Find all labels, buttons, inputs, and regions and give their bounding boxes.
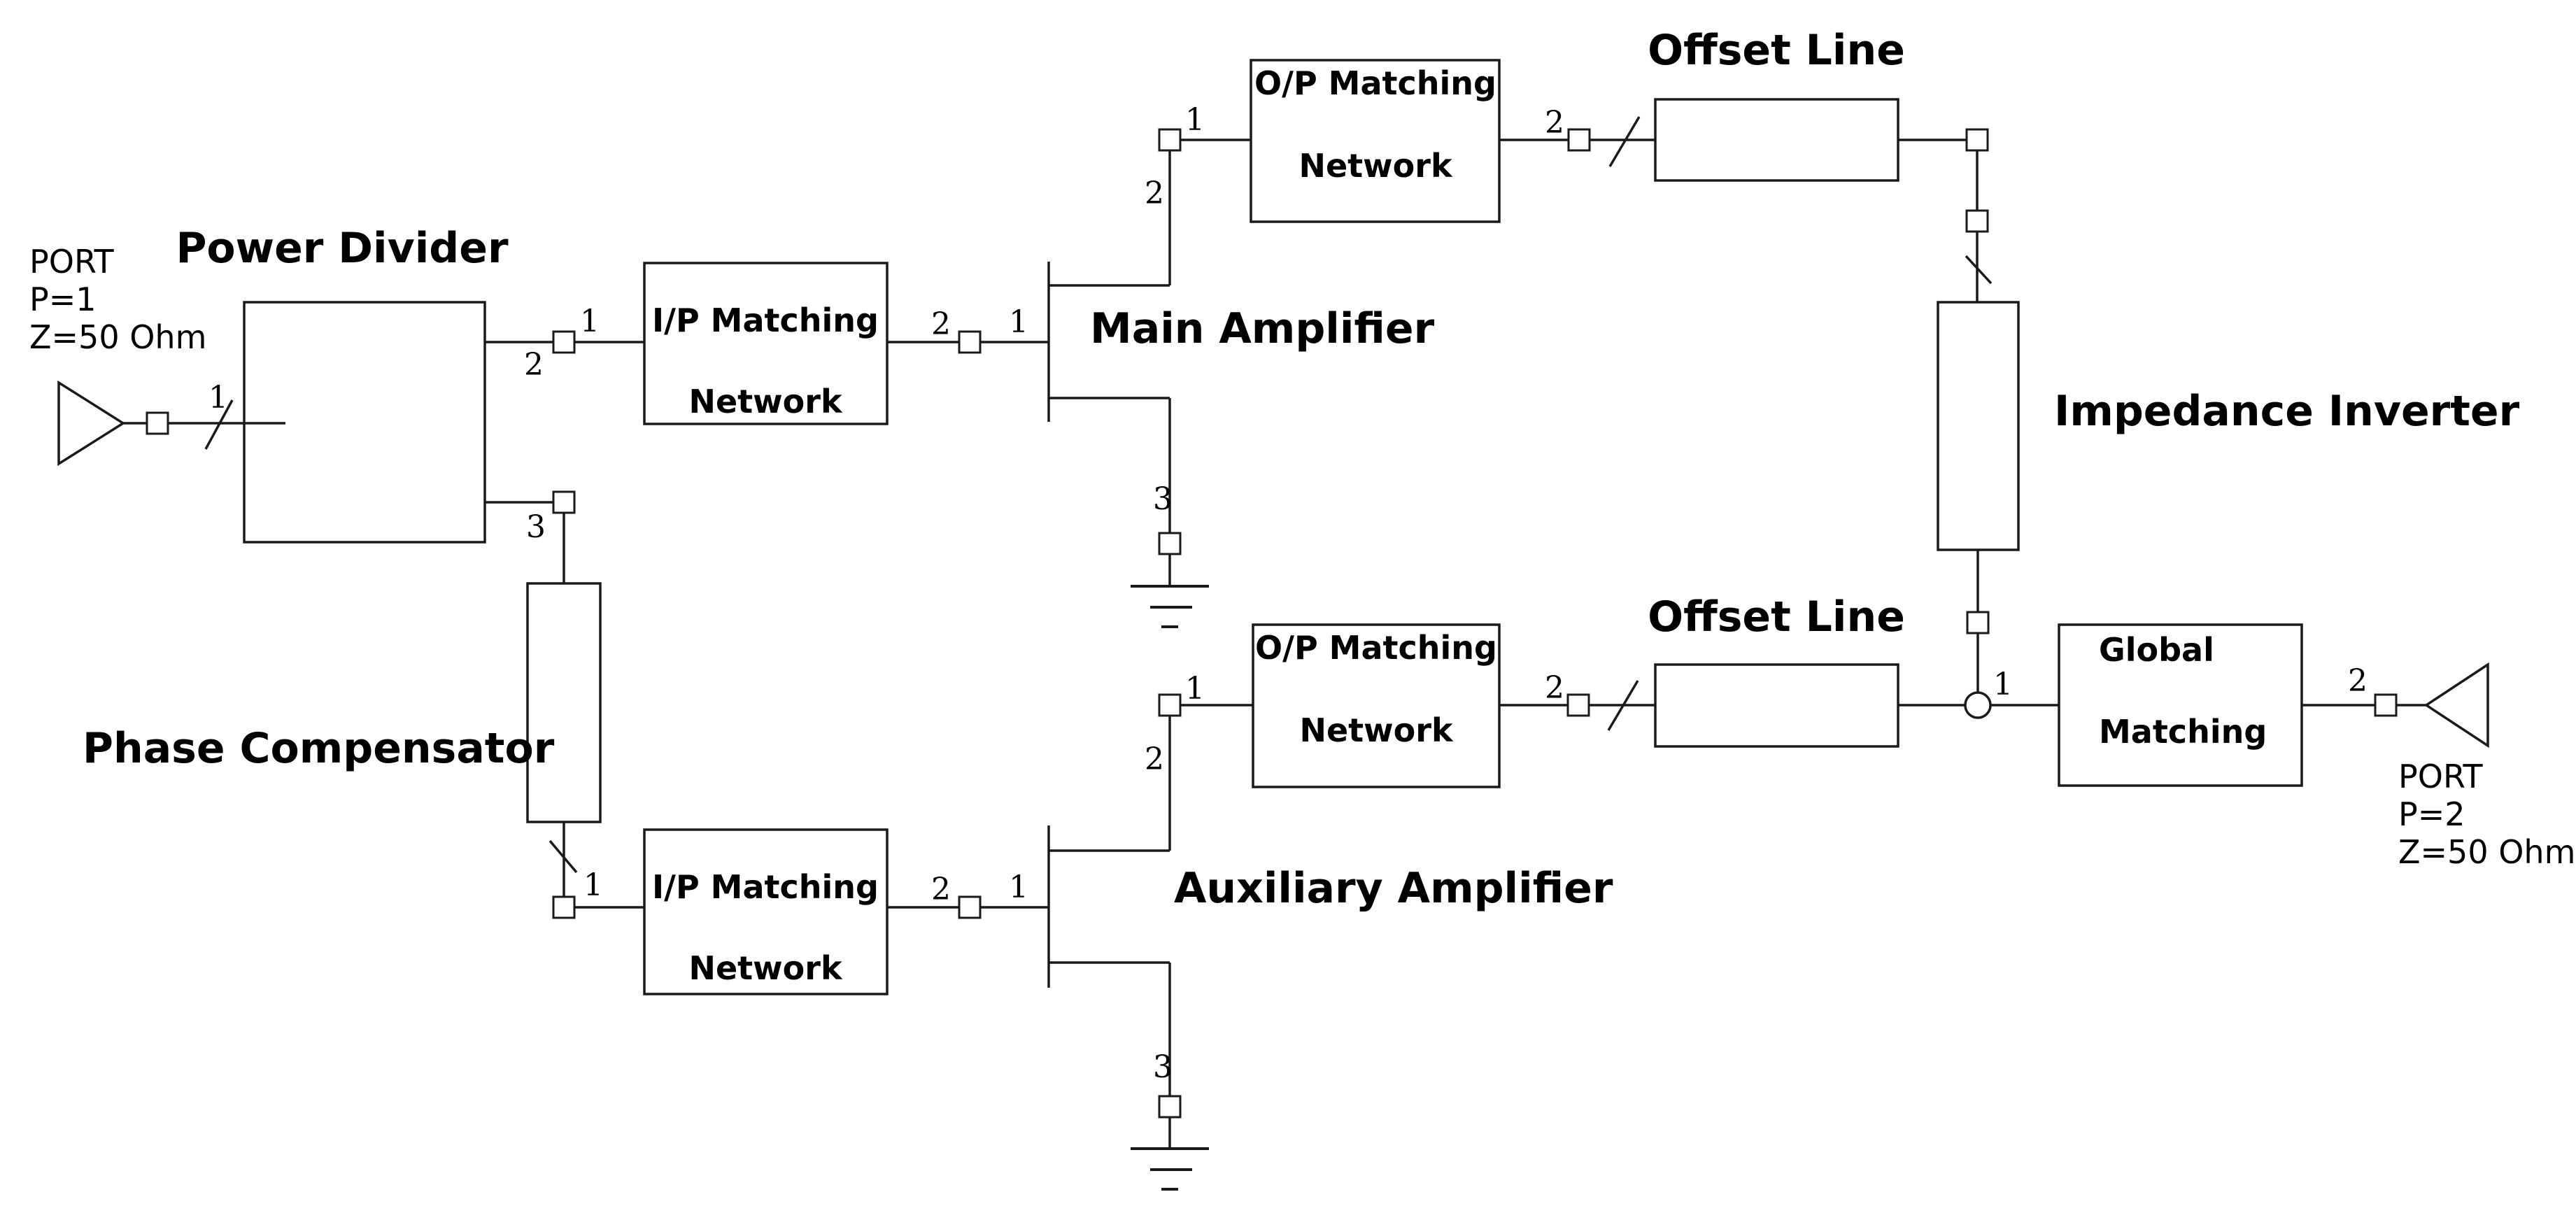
slash-offset-top-icon	[1608, 116, 1641, 167]
offset-line-top-box	[1654, 98, 1899, 182]
ground-aux-icon	[1131, 1147, 1209, 1191]
pin-numbers: 1 2 3 1 2 1 2 3 1 2 1 2 1 2 3 1 2 1 2	[208, 102, 2368, 1085]
phase-compensator-box	[526, 582, 602, 823]
op-top-line2: Network	[1298, 147, 1452, 185]
port1-annotation: PORT P=1 Z=50 Ohm	[29, 243, 206, 356]
pin-main-drain: 2	[1145, 176, 1164, 211]
port2-annotation: PORT P=2 Z=50 Ohm	[2398, 758, 2575, 871]
op-bottom-line2: Network	[1299, 711, 1453, 749]
phase-compensator-label: Phase Compensator	[83, 724, 555, 773]
offset-line-top-label: Offset Line	[1648, 26, 1905, 75]
port1-p: P=1	[29, 281, 97, 318]
pin-ip-bottom-out: 2	[931, 872, 951, 907]
pin-pads	[146, 128, 2398, 1119]
op-bottom-line1: O/P Matching	[1255, 629, 1497, 667]
pin-divider-out2: 2	[524, 347, 544, 383]
ip-matching-top-box	[643, 262, 889, 425]
op-matching-top-box	[1250, 59, 1501, 223]
port1-name: PORT	[29, 243, 115, 281]
port1-symbol	[57, 380, 126, 467]
slash-marks	[204, 116, 1993, 874]
ip-top-line1: I/P Matching	[652, 302, 879, 339]
pad-op-top-out	[1567, 128, 1591, 152]
pad-divider-out2	[552, 330, 576, 354]
port2-symbol	[2423, 662, 2489, 749]
pin-port1-in: 1	[208, 380, 228, 416]
pin-aux-source: 3	[1153, 1049, 1173, 1085]
pad-aux-source	[1158, 1095, 1182, 1119]
pin-main-source: 3	[1153, 481, 1173, 517]
slash-port1-icon	[204, 399, 234, 450]
offset-line-bottom-label: Offset Line	[1648, 593, 1905, 641]
global-line2: Matching	[2099, 713, 2267, 751]
pad-main-source	[1158, 532, 1182, 555]
pin-global-in: 1	[1993, 667, 2013, 702]
pad-op-bottom-out	[1566, 693, 1590, 717]
block-labels: I/P Matching Network O/P Matching Networ…	[652, 64, 2267, 987]
pad-divider-out3	[552, 490, 576, 514]
pin-op-top-in: 1	[1185, 102, 1205, 138]
ip-bottom-line1: I/P Matching	[652, 868, 879, 906]
slash-phase-icon	[549, 839, 578, 874]
impedance-inverter-label: Impedance Inverter	[2054, 387, 2520, 436]
global-line1: Global	[2099, 631, 2214, 669]
pin-ip-top-out: 2	[931, 306, 951, 342]
pad-op-bottom-in	[1158, 693, 1182, 717]
pin-ip-top-in: 1	[580, 304, 600, 339]
op-matching-bottom-box	[1252, 623, 1501, 788]
pin-aux-gate: 1	[1009, 870, 1028, 905]
auxiliary-amplifier-label: Auxiliary Amplifier	[1174, 864, 1613, 913]
main-amplifier-label: Main Amplifier	[1090, 304, 1435, 353]
pin-ip-bottom-in: 1	[583, 867, 603, 903]
ip-bottom-line2: Network	[688, 949, 842, 987]
op-top-line1: O/P Matching	[1254, 64, 1496, 102]
junction-node	[1964, 691, 1992, 719]
pad-ip-top-out	[958, 330, 982, 354]
pad-ip-bottom-out	[958, 895, 982, 919]
pin-main-gate: 1	[1009, 304, 1028, 340]
ip-top-line2: Network	[688, 383, 842, 420]
global-matching-box	[2058, 623, 2303, 787]
pin-aux-drain: 2	[1145, 742, 1164, 777]
slash-inverter-icon	[1965, 255, 1993, 285]
pin-divider-out3: 3	[526, 509, 546, 545]
pad-phase-out	[552, 895, 576, 919]
port2-p: P=2	[2398, 795, 2465, 833]
offset-line-bottom-box	[1654, 663, 1899, 748]
port1-z: Z=50 Ohm	[29, 318, 206, 356]
pin-global-out: 2	[2348, 663, 2368, 699]
pad-inverter-out	[1966, 611, 1990, 634]
power-divider-label: Power Divider	[176, 224, 508, 273]
pin-op-top-out: 2	[1545, 105, 1564, 141]
pad-port1	[146, 411, 169, 435]
ground-main-icon	[1131, 585, 1209, 628]
pin-op-bottom-out: 2	[1545, 670, 1564, 706]
slash-offset-bottom-icon	[1607, 680, 1639, 731]
impedance-inverter-box	[1937, 301, 2020, 551]
pad-corner-top-right	[1965, 128, 1989, 152]
pad-port2	[2374, 693, 2398, 717]
port2-name: PORT	[2398, 758, 2484, 795]
ip-matching-bottom-box	[643, 828, 889, 995]
component-boxes	[243, 59, 2303, 995]
pad-op-top-in	[1158, 128, 1182, 152]
port2-z: Z=50 Ohm	[2398, 833, 2575, 871]
pin-op-bottom-in: 1	[1185, 671, 1205, 707]
pad-inverter-in	[1965, 209, 1989, 233]
